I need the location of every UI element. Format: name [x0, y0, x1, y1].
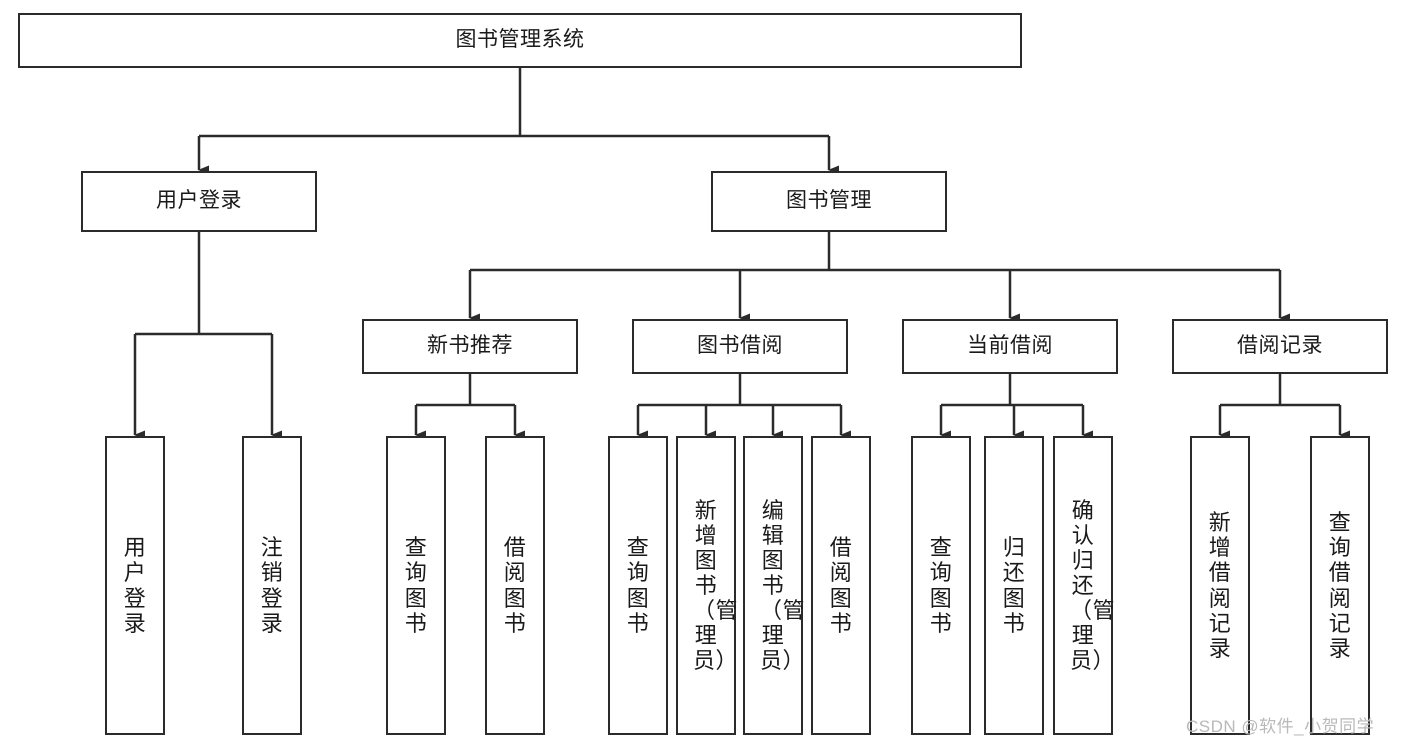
node-label: 当前借阅 — [967, 334, 1053, 358]
node-label: 新书推荐 — [427, 334, 513, 358]
node-bookmgmt[interactable]: 图书管理 — [711, 171, 947, 232]
node-label: 图书管理 — [786, 189, 872, 213]
node-leaf-6[interactable]: 新增图书（管理员） — [676, 436, 739, 735]
node-label: 图书管理系统 — [455, 28, 585, 52]
node-label: 编辑图书（管理员） — [760, 497, 806, 674]
node-leaf-5[interactable]: 查询图书 — [608, 436, 668, 735]
node-login[interactable]: 用户登录 — [81, 171, 317, 232]
node-label: 新增借阅记录 — [1208, 510, 1232, 661]
node-leaf-11[interactable]: 确认归还（管理员） — [1053, 436, 1116, 735]
node-leaf-2[interactable]: 注销登录 — [242, 436, 302, 735]
node-leaf-7[interactable]: 编辑图书（管理员） — [743, 436, 806, 735]
node-label: 确认归还（管理员） — [1070, 497, 1116, 674]
node-label: 借阅记录 — [1237, 334, 1323, 358]
node-label: 图书借阅 — [697, 334, 783, 358]
node-label: 查询图书 — [404, 535, 428, 636]
node-borrow[interactable]: 图书借阅 — [632, 319, 848, 374]
node-label: 查询图书 — [626, 535, 650, 636]
node-label: 查询图书 — [929, 535, 953, 636]
node-label: 借阅图书 — [503, 535, 527, 636]
node-label: 归还图书 — [1002, 535, 1026, 636]
node-records[interactable]: 借阅记录 — [1172, 319, 1388, 374]
node-leaf-13[interactable]: 查询借阅记录 — [1310, 436, 1370, 735]
watermark-label: CSDN @软件_小贺同学 — [1186, 717, 1375, 736]
node-leaf-3[interactable]: 查询图书 — [386, 436, 446, 735]
tree-connectors — [133, 68, 1350, 440]
node-label: 查询借阅记录 — [1328, 510, 1352, 661]
node-root[interactable]: 图书管理系统 — [18, 13, 1022, 68]
node-newbook[interactable]: 新书推荐 — [362, 319, 578, 374]
node-current[interactable]: 当前借阅 — [902, 319, 1118, 374]
node-leaf-1[interactable]: 用户登录 — [105, 436, 165, 735]
node-leaf-10[interactable]: 归还图书 — [984, 436, 1044, 735]
node-label: 借阅图书 — [829, 535, 853, 636]
node-label: 用户登录 — [156, 189, 242, 213]
node-leaf-4[interactable]: 借阅图书 — [485, 436, 545, 735]
node-leaf-9[interactable]: 查询图书 — [911, 436, 971, 735]
node-label: 注销登录 — [260, 535, 284, 636]
node-label: 用户登录 — [123, 535, 147, 636]
node-leaf-12[interactable]: 新增借阅记录 — [1190, 436, 1250, 735]
node-leaf-8[interactable]: 借阅图书 — [811, 436, 871, 735]
node-label: 新增图书（管理员） — [693, 497, 739, 674]
